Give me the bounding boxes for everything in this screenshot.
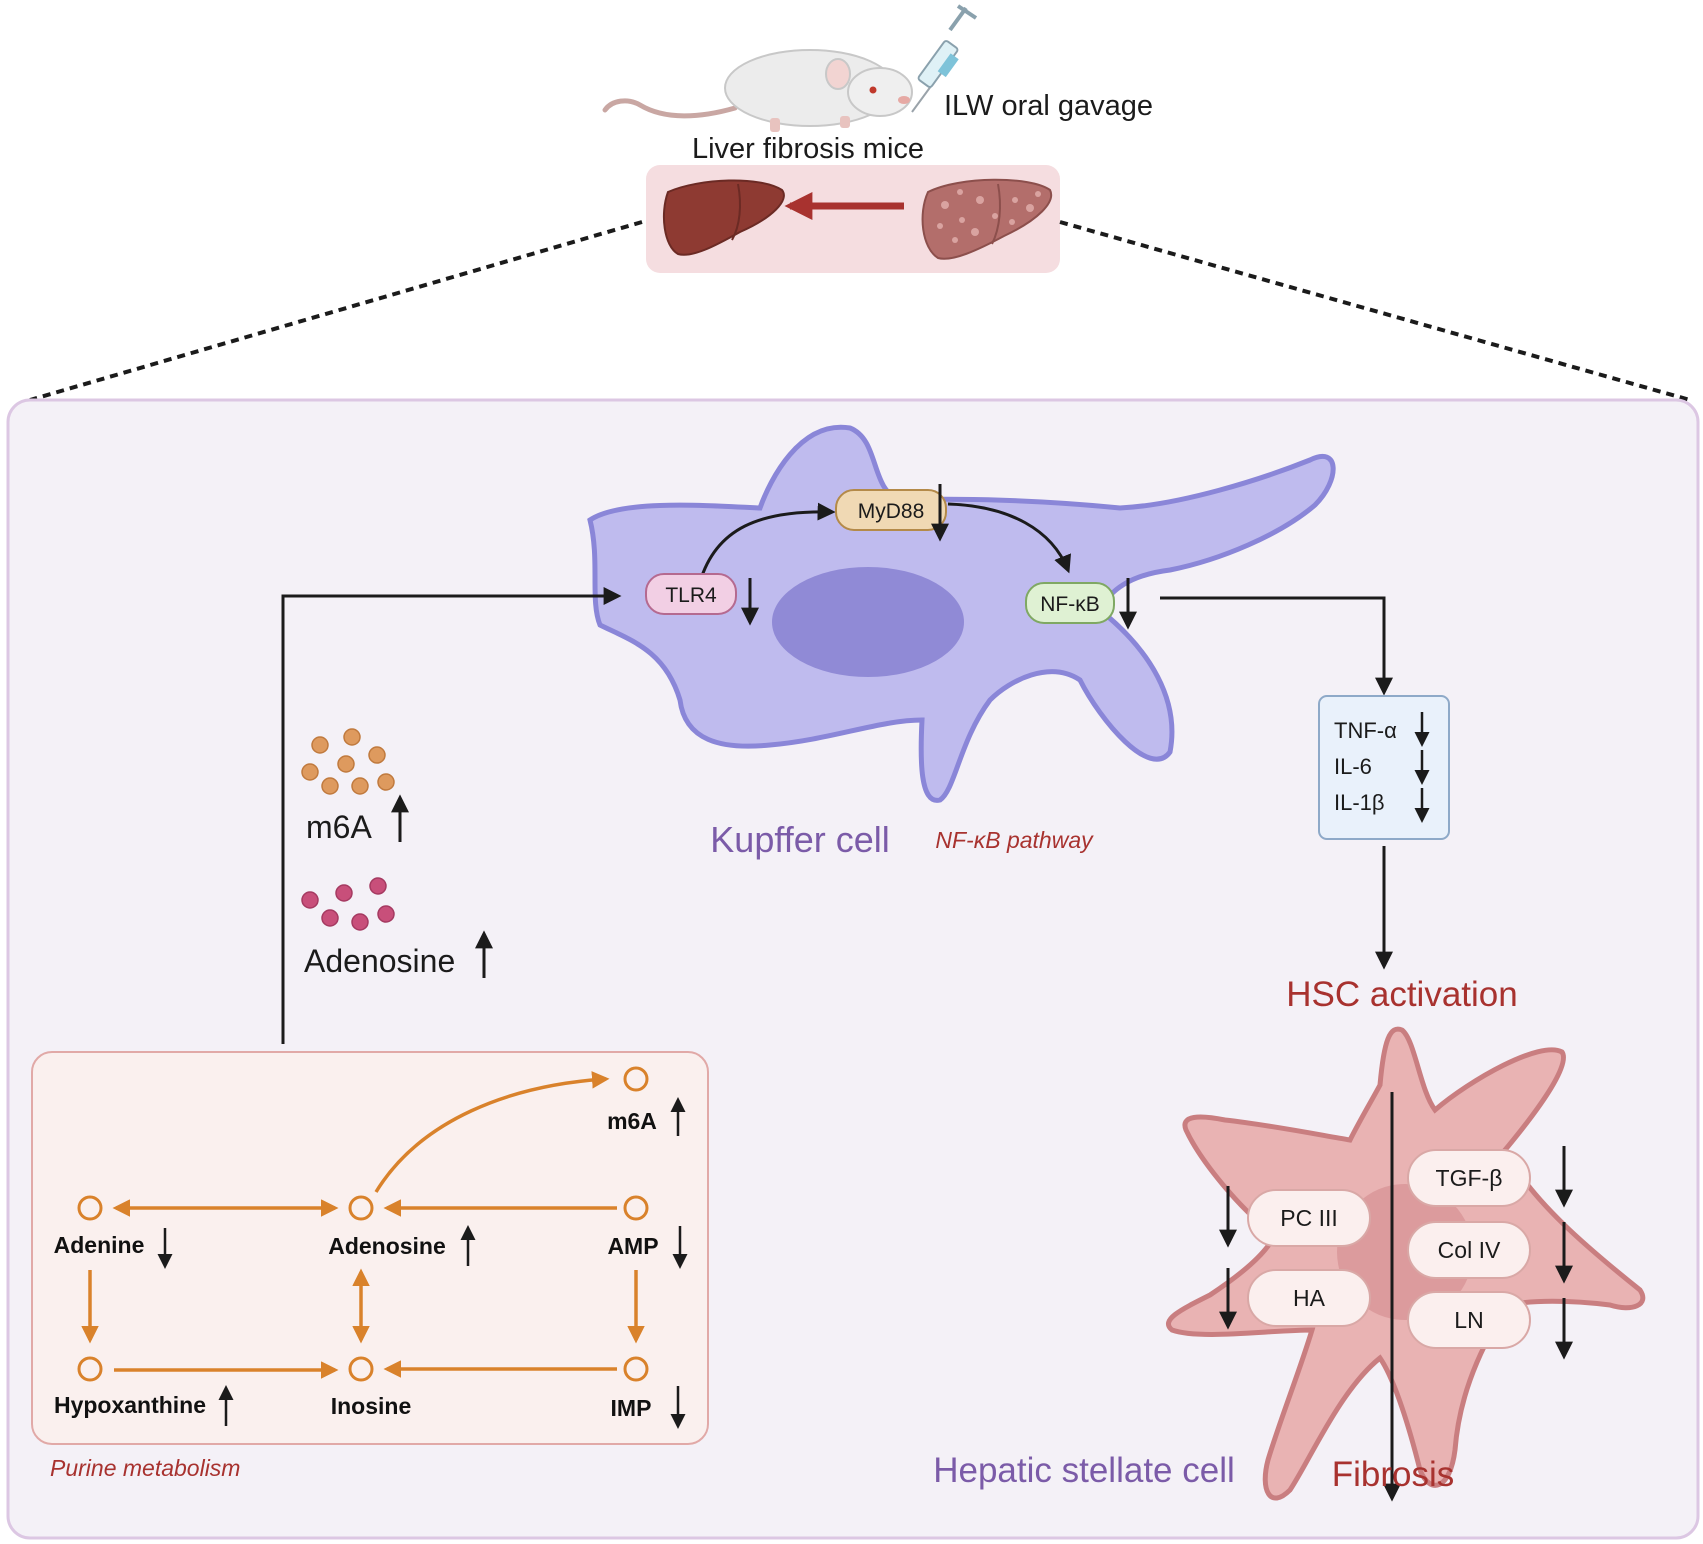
- cytokine-tnf: TNF-α: [1334, 718, 1397, 743]
- node-imp: [623, 1356, 649, 1382]
- cytokine-il1b: IL-1β: [1334, 790, 1385, 815]
- node-hypoxanthine: [77, 1356, 103, 1382]
- healthy-liver-icon: [662, 179, 785, 256]
- fibrotic-liver-icon: [921, 178, 1053, 260]
- syringe-icon: [911, 4, 978, 113]
- purine-label-inosine: Inosine: [331, 1393, 412, 1419]
- myd88-label: MyD88: [858, 500, 925, 523]
- purine-label-imp: IMP: [611, 1395, 652, 1421]
- marker-ha: HA: [1247, 1269, 1371, 1327]
- svg-text:PC III: PC III: [1280, 1205, 1338, 1231]
- purine-label-adenosine: Adenosine: [328, 1233, 446, 1259]
- m6a-particles: [301, 728, 395, 795]
- treatment-label: ILW oral gavage: [944, 90, 1153, 122]
- mouse-illustration: [602, 49, 913, 132]
- node-m6a: [623, 1066, 649, 1092]
- tlr4-label: TLR4: [665, 584, 717, 607]
- svg-text:LN: LN: [1454, 1307, 1483, 1333]
- marker-ln: LN: [1407, 1291, 1531, 1349]
- purine-arrows: [81, 1071, 645, 1379]
- svg-text:TGF-β: TGF-β: [1436, 1165, 1503, 1191]
- purine-nodes: [77, 1066, 649, 1382]
- purine-label-hypoxanthine: Hypoxanthine: [54, 1392, 206, 1418]
- marker-tgfb: TGF-β: [1407, 1149, 1531, 1207]
- tlr4-node: TLR4: [645, 573, 737, 615]
- m6a-label: m6A: [306, 809, 372, 845]
- kupffer-cell: [587, 424, 1336, 803]
- nfkb-to-cytokines-arrow: [1160, 596, 1393, 696]
- myd88-node: MyD88: [835, 489, 947, 531]
- cytokine-box: TNF-α IL-6 IL-1β: [1318, 695, 1450, 840]
- adenosine-label: Adenosine: [304, 943, 455, 979]
- nfkb-node: NF-κB: [1025, 582, 1115, 624]
- purine-to-tlr4-arrow: [281, 587, 622, 1044]
- purine-label-m6a: m6A: [607, 1108, 657, 1134]
- node-adenosine: [348, 1195, 374, 1221]
- node-adenine: [77, 1195, 103, 1221]
- node-amp: [623, 1195, 649, 1221]
- purine-box: [31, 1051, 709, 1445]
- purine-label-adenine: Adenine: [54, 1232, 145, 1258]
- zoom-line-left: [29, 220, 643, 402]
- marker-pc3: PC III: [1247, 1189, 1371, 1247]
- purine-label-amp: AMP: [607, 1233, 658, 1259]
- kupffer-title: Kupffer cell: [710, 819, 889, 860]
- node-inosine: [348, 1356, 374, 1382]
- purine-title: Purine metabolism: [50, 1455, 240, 1481]
- fibrosis-label: Fibrosis: [1332, 1455, 1455, 1494]
- nfkb-label: NF-κB: [1040, 593, 1100, 616]
- hsc-title: Hepatic stellate cell: [933, 1451, 1235, 1490]
- marker-col4: Col IV: [1407, 1221, 1531, 1279]
- cytokine-il6: IL-6: [1334, 754, 1372, 779]
- adenosine-particles: [301, 877, 395, 931]
- svg-text:Col IV: Col IV: [1438, 1237, 1501, 1263]
- zoom-line-right: [1059, 220, 1691, 402]
- tlr4-to-myd88-arrow: [698, 502, 836, 583]
- model-label: Liver fibrosis mice: [692, 133, 924, 165]
- kupffer-nucleus: [772, 567, 964, 677]
- hsc-activation-label: HSC activation: [1286, 975, 1517, 1014]
- adenosine-to-m6a-arrow: [374, 1071, 610, 1193]
- pathway-label: NF-κB pathway: [935, 827, 1094, 853]
- svg-text:HA: HA: [1293, 1285, 1326, 1311]
- purine-change-arrows: [157, 1097, 688, 1429]
- myd88-to-nfkb-arrow: [947, 502, 1071, 574]
